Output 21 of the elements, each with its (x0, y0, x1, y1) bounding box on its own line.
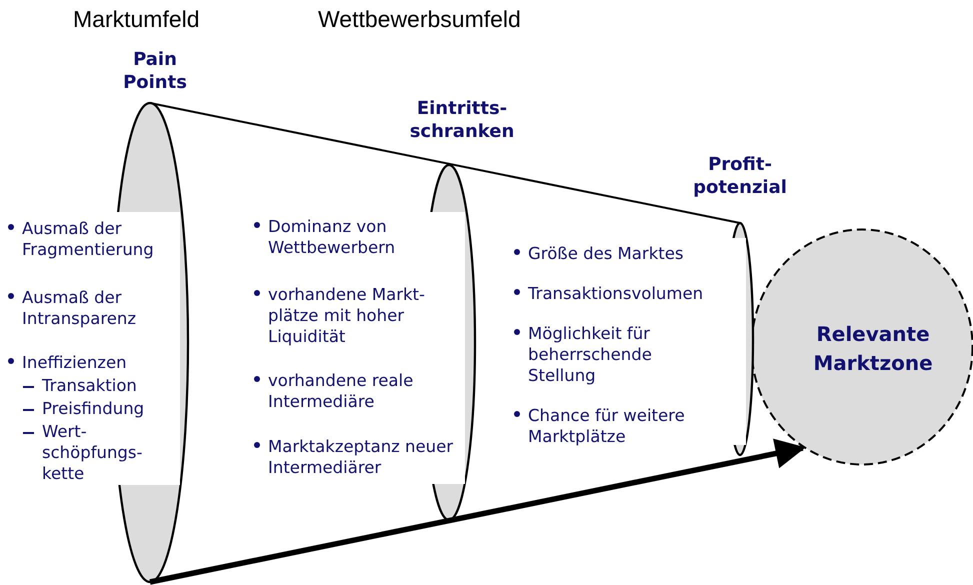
section-heading: Pain Points (122, 48, 188, 94)
bullet-text: Ausmaß der Fragmentierung (22, 218, 155, 260)
bullet-text: Transaktion (42, 375, 138, 396)
section-heading: Eintritts- schranken (408, 97, 516, 143)
bullet-text: Transaktionsvolumen (528, 283, 703, 304)
bullet-text: Preisfindung (42, 398, 146, 419)
bullet-text: Ausmaß der Intransparenz (22, 287, 138, 329)
column-label: Marktumfeld (73, 6, 200, 33)
bullet-text: Ineffizienzen (22, 352, 128, 373)
bullet-text: Größe des Marktes (528, 243, 684, 264)
bullet-text: vorhandene Markt- plätze mit hoher Liquidität (268, 284, 426, 347)
bullet-text: Chance für weitere Marktplätze (528, 405, 686, 447)
bullet-text: Marktakzeptanz neuer Intermediärer (268, 436, 454, 478)
section-heading: Profit- potenzial (692, 153, 788, 199)
arrow (149, 438, 806, 585)
bullet-text: Wert- schöpfungs- kette (42, 421, 144, 484)
bullet-text: Dominanz von Wettbewerbern (268, 216, 396, 258)
bullet-text: Möglichkeit für beherrschende Stellung (528, 323, 653, 386)
column-label: Wettbewerbsumfeld (318, 6, 521, 33)
bullet-text: vorhandene reale Intermediäre (268, 370, 414, 412)
zone-label: Relevante Marktzone (812, 321, 934, 377)
